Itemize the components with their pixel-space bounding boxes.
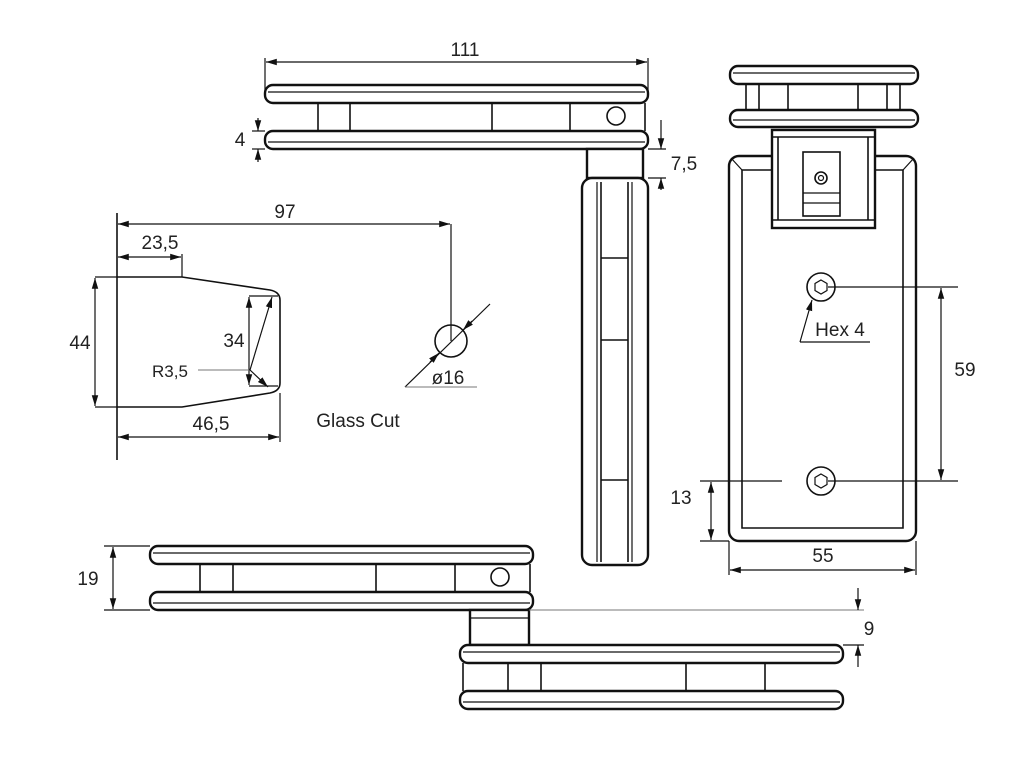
dim-cut-height: 44 — [69, 333, 91, 354]
dim-cut-depth: 97 — [274, 202, 295, 223]
dim-cut-radius: R3,5 — [152, 362, 188, 381]
glass-cut-label: Glass Cut — [316, 411, 400, 432]
dim-clamp-height: 19 — [77, 569, 98, 590]
dim-body-width: 55 — [812, 546, 833, 567]
top-clamp — [263, 83, 650, 567]
bottom-clamp — [148, 544, 845, 711]
label-hex-key: Hex 4 — [815, 320, 865, 341]
hex-socket-icon — [814, 279, 828, 295]
dim-hole-diameter: ø16 — [432, 368, 465, 389]
dim-plate-thickness: 4 — [235, 130, 246, 151]
pivot-hole — [606, 106, 626, 126]
dim-top-width: 111 — [451, 40, 480, 61]
side-view — [727, 64, 920, 543]
dim-hole-offset: 13 — [670, 488, 691, 509]
dim-hole-spacing: 59 — [954, 360, 975, 381]
dim-cut-inner-height: 34 — [223, 331, 245, 352]
dim-stem-gap: 7,5 — [671, 154, 697, 175]
dim-offset: 9 — [864, 619, 875, 640]
dim-cut-length: 46,5 — [193, 414, 230, 435]
dim-cut-step: 23,5 — [142, 233, 179, 254]
